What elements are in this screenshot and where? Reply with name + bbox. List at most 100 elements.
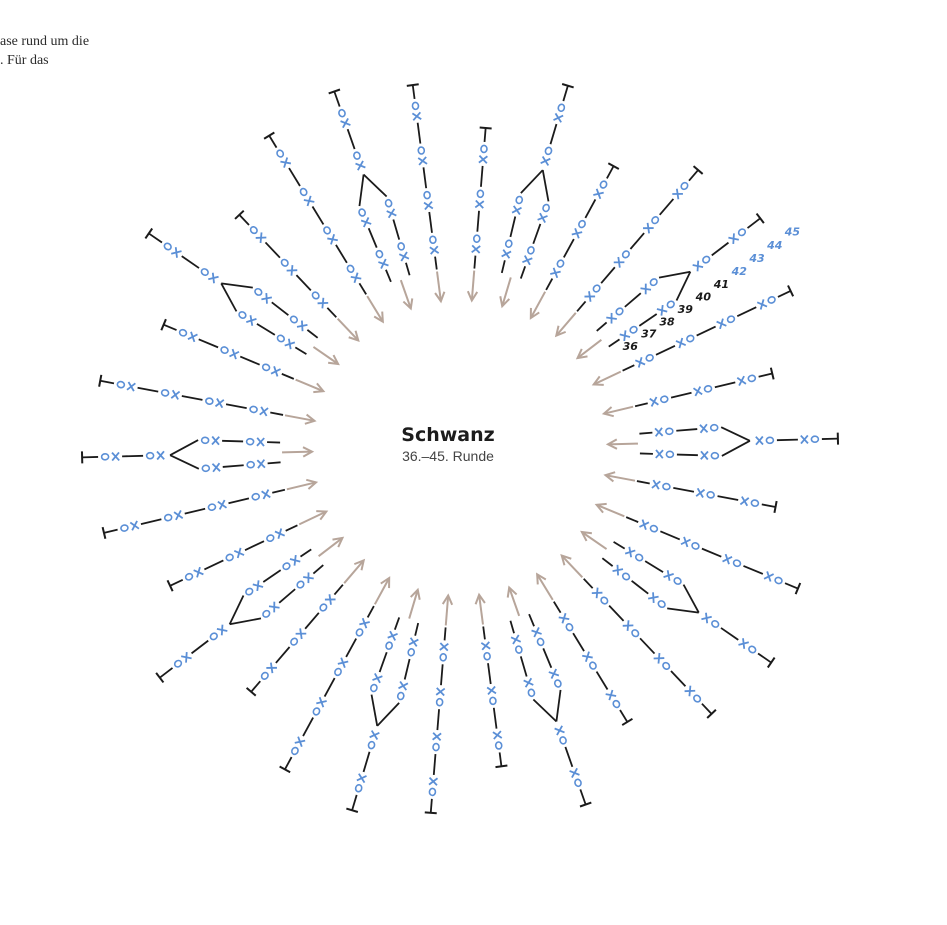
- stitch-xo: [692, 255, 711, 272]
- stitch-spoke: [328, 88, 414, 311]
- stitch-spoke: [529, 162, 620, 320]
- stitch-xo: [201, 462, 221, 473]
- stitch-xo: [266, 528, 286, 543]
- end-tbar: [561, 83, 574, 89]
- intro-line-1: ase rund um die: [0, 34, 90, 49]
- stitch-xo: [471, 234, 481, 254]
- stitch-xo: [716, 315, 736, 330]
- start-arrow: [605, 438, 638, 450]
- stitch-spoke: [263, 131, 384, 324]
- stitch-xo: [200, 435, 220, 446]
- stitch-xo: [319, 594, 336, 612]
- stitch-xo: [692, 385, 713, 397]
- stitch-xo: [209, 624, 228, 641]
- stitch-xo: [261, 363, 281, 377]
- stitch-xo: [654, 427, 674, 437]
- stitch-xo: [435, 687, 446, 707]
- start-arrow: [594, 502, 625, 518]
- stitch-xo: [537, 203, 550, 223]
- stitch-xo: [680, 536, 700, 550]
- stitch-xo: [606, 307, 624, 324]
- stitch-xo: [531, 627, 545, 647]
- stitch-xo: [225, 547, 245, 562]
- stitch-spoke: [160, 318, 326, 394]
- stitch-xo: [289, 315, 308, 332]
- stitch-xo: [622, 620, 640, 638]
- stitch-xo: [417, 146, 428, 166]
- stitch-xo: [684, 685, 702, 703]
- stitch-xo: [290, 628, 307, 646]
- end-tbar: [346, 807, 359, 813]
- start-arrow: [601, 405, 634, 418]
- stitch-xo: [728, 228, 747, 245]
- start-arrow: [298, 510, 329, 526]
- stitch-xo: [370, 673, 383, 693]
- stitch-xo: [173, 651, 192, 668]
- stitch-xo: [593, 180, 608, 200]
- stitch-spoke: [603, 471, 778, 514]
- end-tbar: [766, 657, 776, 669]
- round-number: 36: [623, 340, 639, 353]
- stitch-xo: [639, 519, 659, 533]
- stitch-xo: [800, 434, 820, 445]
- stitch-spoke: [474, 592, 508, 769]
- start-arrow: [336, 318, 360, 343]
- stitch-xo: [346, 264, 362, 284]
- stitch-spoke: [279, 576, 391, 774]
- stitch-xo: [246, 459, 266, 469]
- stitch-xo: [207, 499, 228, 511]
- start-arrow: [282, 446, 315, 458]
- stitch-xo: [701, 612, 720, 628]
- stitch-xo: [249, 405, 269, 417]
- stitch-xo: [353, 151, 366, 171]
- stitch-xo: [116, 380, 136, 392]
- start-arrow: [575, 339, 602, 360]
- stitch-xo: [550, 259, 565, 279]
- stitch-xo: [756, 296, 776, 310]
- stitch-xo: [522, 246, 535, 266]
- stitch-xo: [145, 450, 165, 461]
- start-arrow: [286, 478, 319, 491]
- stitch-spoke: [536, 572, 633, 726]
- round-number: 41: [713, 278, 729, 291]
- stitch-xo: [282, 554, 301, 571]
- stitch-xo: [571, 219, 586, 239]
- stitch-xo: [675, 334, 695, 349]
- stitch-xo: [245, 580, 264, 596]
- stitch-xo: [238, 311, 257, 326]
- stitch-spoke: [506, 585, 592, 808]
- start-arrow: [580, 530, 608, 550]
- stitch-spoke: [424, 593, 454, 815]
- start-arrow: [434, 271, 446, 304]
- stitch-xo: [548, 668, 562, 688]
- stitch-spoke: [594, 502, 802, 595]
- stitch-xo: [423, 190, 434, 211]
- intro-text: ase rund um die . Für das: [0, 32, 170, 70]
- stitch-xo: [699, 423, 719, 434]
- stitch-xo: [474, 189, 485, 209]
- start-arrow: [318, 536, 345, 557]
- stitch-xo: [584, 284, 601, 302]
- stitch-xo: [492, 730, 503, 750]
- stitch-xo: [640, 278, 658, 295]
- end-tbar: [328, 88, 341, 95]
- stitch-xo: [486, 685, 497, 706]
- stitch-xo: [354, 773, 367, 793]
- stitch-xo: [260, 662, 277, 680]
- end-tbar: [579, 801, 592, 808]
- stitch-xo: [254, 287, 273, 304]
- stitch-spoke: [466, 126, 492, 303]
- stitch-xo: [480, 641, 491, 661]
- stitch-xo: [100, 451, 120, 462]
- start-arrow: [312, 346, 340, 366]
- stitch-xo: [591, 587, 609, 605]
- stitch-xo: [385, 630, 398, 650]
- stitch-xo: [634, 353, 654, 368]
- stitch-spoke: [554, 165, 704, 338]
- stitch-xo: [291, 736, 306, 756]
- intro-line-2: . Für das: [0, 53, 49, 68]
- stitch-xo: [613, 250, 630, 268]
- stitch-xo: [358, 208, 372, 228]
